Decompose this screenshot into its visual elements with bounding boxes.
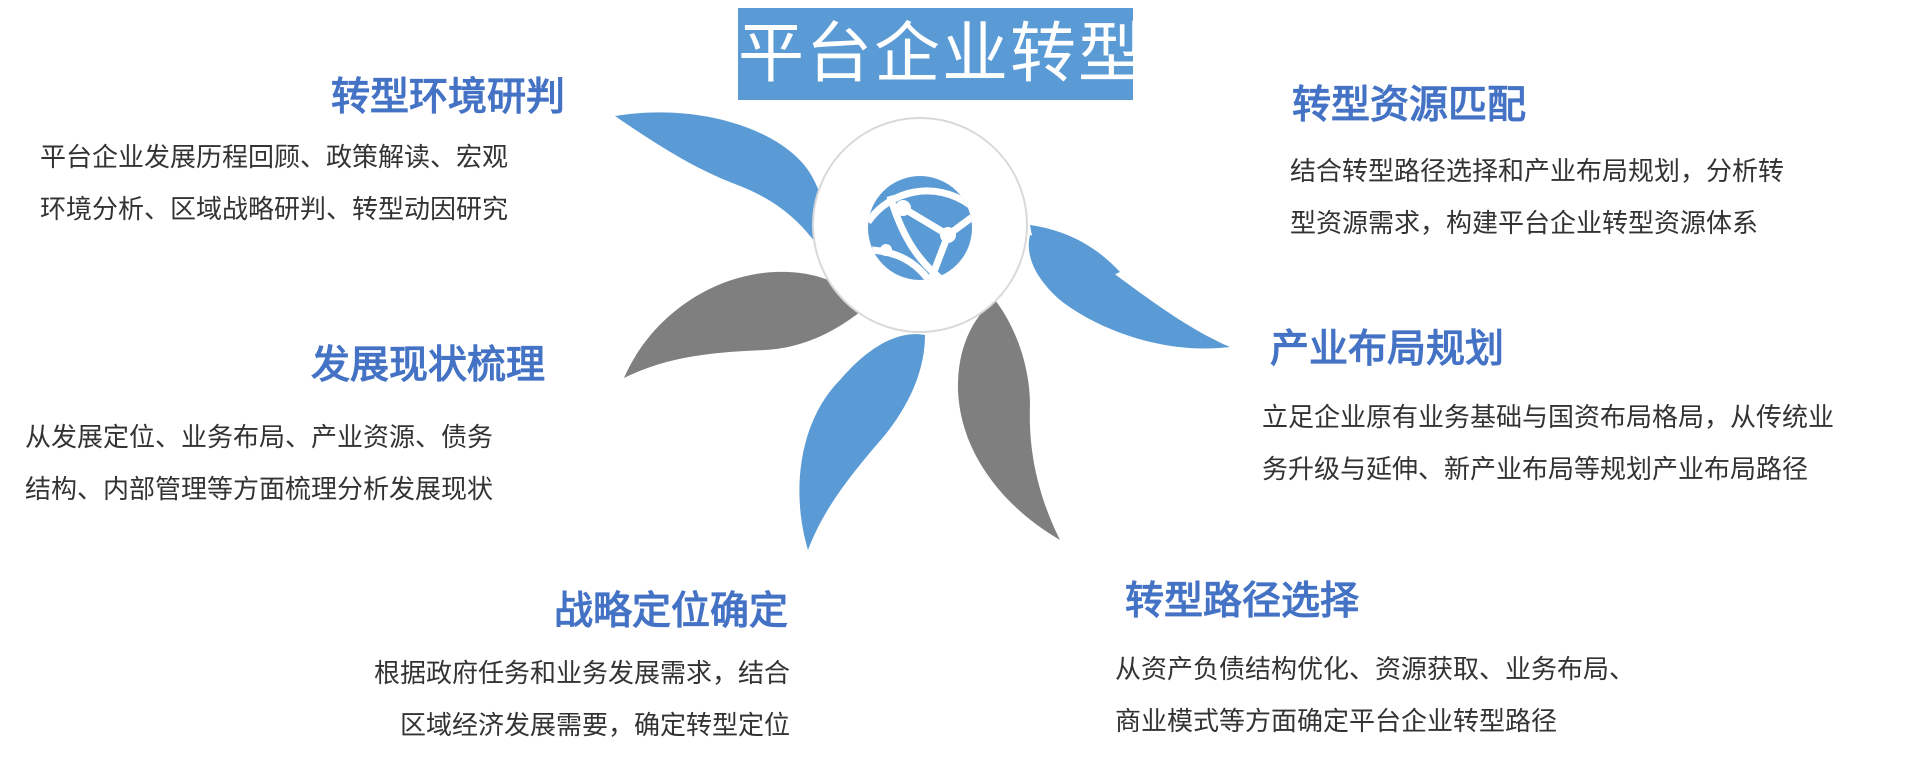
environment-line-1: 平台企业发展历程回顾、政策解读、宏观 xyxy=(40,143,509,173)
resources-line-1: 结合转型路径选择和产业布局规划，分析转 xyxy=(1290,157,1785,187)
status-description: 从发展定位、业务布局、产业资源、债务 结构、内部管理等方面梳理分析发展现状 xyxy=(25,412,493,516)
status-line-2: 结构、内部管理等方面梳理分析发展现状 xyxy=(25,475,494,505)
petal-positioning xyxy=(799,334,925,550)
status-heading: 发展现状梳理 xyxy=(310,343,545,388)
status-line-1: 从发展定位、业务布局、产业资源、债务 xyxy=(25,423,494,453)
petal-environment xyxy=(615,112,823,243)
diagram-title: 平台企业转型 xyxy=(738,8,1144,100)
environment-heading: 转型环境研判 xyxy=(330,75,565,120)
resources-line-2: 型资源需求，构建平台企业转型资源体系 xyxy=(1290,209,1759,239)
positioning-line-2: 区域经济发展需要，确定转型定位 xyxy=(399,711,790,741)
petal-resources xyxy=(1030,225,1120,300)
petal-path xyxy=(957,300,1060,540)
petal-status xyxy=(624,271,860,378)
resources-heading: 转型资源匹配 xyxy=(1292,83,1527,128)
path-line-1: 从资产负债结构优化、资源获取、业务布局、 xyxy=(1115,655,1636,685)
layout-line-2: 务升级与延伸、新产业布局等规划产业布局路径 xyxy=(1262,455,1809,485)
globe-network-icon xyxy=(868,176,972,280)
positioning-description: 根据政府任务和业务发展需求，结合 区域经济发展需要，确定转型定位 xyxy=(300,648,790,752)
positioning-heading: 战略定位确定 xyxy=(553,589,788,634)
positioning-line-1: 根据政府任务和业务发展需求，结合 xyxy=(373,659,790,689)
resources-description: 结合转型路径选择和产业布局规划，分析转 型资源需求，构建平台企业转型资源体系 xyxy=(1290,146,1784,250)
path-heading: 转型路径选择 xyxy=(1125,579,1360,624)
environment-line-2: 环境分析、区域战略研判、转型动因研究 xyxy=(40,195,509,225)
layout-line-1: 立足企业原有业务基础与国资布局格局，从传统业 xyxy=(1262,403,1835,433)
layout-description: 立足企业原有业务基础与国资布局格局，从传统业 务升级与延伸、新产业布局等规划产业… xyxy=(1262,392,1834,496)
path-line-2: 商业模式等方面确定平台企业转型路径 xyxy=(1115,707,1558,737)
path-description: 从资产负债结构优化、资源获取、业务布局、 商业模式等方面确定平台企业转型路径 xyxy=(1115,644,1635,748)
layout-heading: 产业布局规划 xyxy=(1270,327,1505,372)
environment-description: 平台企业发展历程回顾、政策解读、宏观 环境分析、区域战略研判、转型动因研究 xyxy=(40,132,508,236)
